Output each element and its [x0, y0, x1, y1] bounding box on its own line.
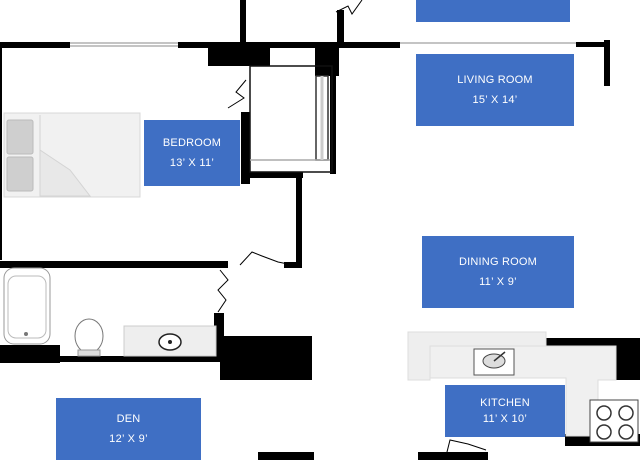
- room-label-kitchen: KITCHEN 11’ X 10’: [445, 385, 565, 437]
- wall-closet-right: [330, 56, 336, 174]
- wall-left-edge: [0, 48, 2, 260]
- room-label-den: DEN 12’ X 9’: [56, 398, 201, 460]
- door-kitchen: [445, 439, 487, 457]
- wall-bottom-right: [418, 452, 488, 460]
- wall-bedroom-closet-top: [240, 0, 246, 46]
- toilet: [74, 318, 104, 354]
- column-kitchen-right: [616, 346, 640, 380]
- column-lower: [220, 336, 312, 380]
- wall-bath-right: [214, 313, 224, 358]
- wall-hall-stub: [284, 262, 302, 268]
- kitchen-fixtures: [407, 331, 639, 443]
- room-label-dining-room: DINING ROOM 11’ X 9’: [422, 236, 574, 308]
- wall-bath-bottom-left: [0, 345, 60, 363]
- wall-top-left: [0, 42, 70, 48]
- wall-bedroom-right: [241, 112, 250, 184]
- stove-burner-2: [618, 405, 634, 421]
- wall-right-upper: [604, 40, 610, 86]
- room-label-bedroom: BEDROOM 13’ X 11’: [144, 120, 240, 186]
- wall-bath-bottom: [60, 356, 220, 362]
- wall-bath-top: [0, 261, 228, 268]
- closet: [249, 65, 333, 173]
- room-name: LIVING ROOM: [457, 74, 533, 86]
- vanity-drain: [168, 340, 172, 344]
- room-name: DINING ROOM: [459, 256, 537, 268]
- bathtub: [3, 267, 51, 345]
- column-upper-left: [208, 42, 270, 66]
- wall-hall-top: [337, 10, 344, 48]
- bed-pillow-bottom: [6, 156, 34, 192]
- wall-closet-bottom: [241, 172, 303, 178]
- room-name: DEN: [116, 413, 141, 425]
- closet-outline: [249, 65, 333, 173]
- wall-bottom-middle: [258, 452, 314, 460]
- windows: [70, 42, 576, 47]
- room-size: 11’ X 10’: [482, 413, 528, 425]
- room-size: 13’ X 11’: [169, 157, 215, 169]
- doors: [217, 0, 487, 457]
- room-name: BEDROOM: [162, 137, 222, 149]
- bathroom-fixtures: [3, 267, 217, 357]
- wall-top-right: [576, 42, 606, 47]
- bed-sheet-fold: [39, 149, 92, 197]
- door-hall: [239, 251, 289, 266]
- room-label-top: [416, 0, 570, 22]
- room-name: KITCHEN: [480, 397, 530, 409]
- stove-burner-3: [596, 424, 612, 440]
- room-size: 11’ X 9’: [479, 276, 517, 288]
- stove-burner-1: [596, 405, 612, 421]
- bathtub-drain: [24, 332, 28, 336]
- wall-top-middle: [178, 42, 400, 48]
- room-size: 12’ X 9’: [109, 433, 148, 445]
- bathtub-inner: [7, 275, 47, 339]
- wall-hall-left: [296, 178, 302, 268]
- bed: [3, 112, 141, 198]
- room-size: 15’ X 14’: [472, 94, 518, 106]
- door-top: [335, 0, 363, 15]
- bed-pillow-top: [6, 119, 34, 155]
- kitchen-faucet: [493, 351, 506, 362]
- door-bedroom-closet: [227, 79, 247, 109]
- stove-burner-4: [618, 424, 634, 440]
- room-label-living-room: LIVING ROOM 15’ X 14’: [416, 54, 574, 126]
- toilet-tank: [77, 349, 101, 357]
- door-bath: [217, 269, 229, 313]
